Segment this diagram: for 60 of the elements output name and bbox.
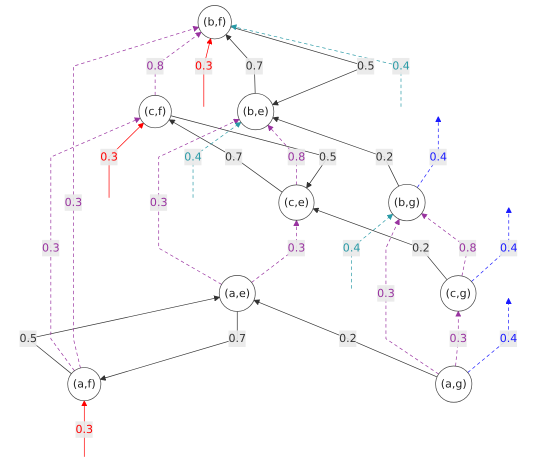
node-circle: (b,f) [198,5,232,40]
edge-label: 0.5 [19,332,38,345]
edge-label: 0.3 [100,150,118,164]
arrow [192,122,242,198]
edge-label: 0.7 [228,332,246,345]
edge-label: 0.3 [42,241,60,254]
arrow [73,26,200,368]
edge-label: 0.3 [288,241,306,254]
edge-label: 0.4 [392,59,410,72]
arrow [226,34,256,94]
arrow [268,124,297,186]
node-circle: (a,e) [218,275,256,312]
edge-label: 0.7 [225,150,243,164]
edge-label: 0.4 [500,241,518,254]
arrow [81,400,88,458]
edge-label: 0.2 [412,241,430,254]
arrow [203,38,212,108]
node-circle: (c,g) [440,275,476,312]
node-circle: (c,e) [278,184,314,221]
arrow [108,122,144,198]
arrow [168,119,282,193]
arrow [158,118,240,285]
edge-label: 0.7 [246,59,264,72]
node-circle: (b,g) [388,184,426,222]
arrow [421,213,468,276]
arrow [154,32,202,96]
edge-label: 0.3 [64,196,82,209]
node-circle: (c,f) [138,95,172,128]
edge-label: 0.4 [500,332,518,345]
arrow [50,118,141,372]
arrow [416,116,442,188]
arrow [230,24,402,108]
arrow [386,218,440,374]
node-circle: (a,f) [67,367,102,402]
edge-label: 0.4 [184,150,202,164]
arrow [351,214,394,289]
edge-label: 0.3 [377,286,395,300]
node-circle: (a,g) [435,366,472,403]
edge-label: 0.3 [450,332,468,345]
edge-label: 0.3 [195,59,213,72]
edge-label: 0.5 [357,59,375,72]
arrow [467,298,512,373]
arrow [100,311,238,381]
edge-label: 0.2 [339,332,357,345]
node-circle: (b,e) [237,93,274,130]
arrow [471,207,512,282]
arrow [455,310,462,366]
edge-label: 0.4 [342,241,360,254]
edge-label: 0.8 [458,241,477,254]
arrow [312,208,448,280]
arrow [272,116,400,187]
edge-label: 0.8 [288,150,306,164]
edge-label: 0.3 [76,422,94,436]
edge-label: 0.3 [150,196,168,209]
arrow [254,300,438,378]
edge-label: 0.2 [376,150,394,164]
edge-label: 0.8 [146,59,164,72]
edge-label: 0.4 [429,150,448,164]
edge-label: 0.5 [319,150,337,164]
arrow [251,220,300,283]
